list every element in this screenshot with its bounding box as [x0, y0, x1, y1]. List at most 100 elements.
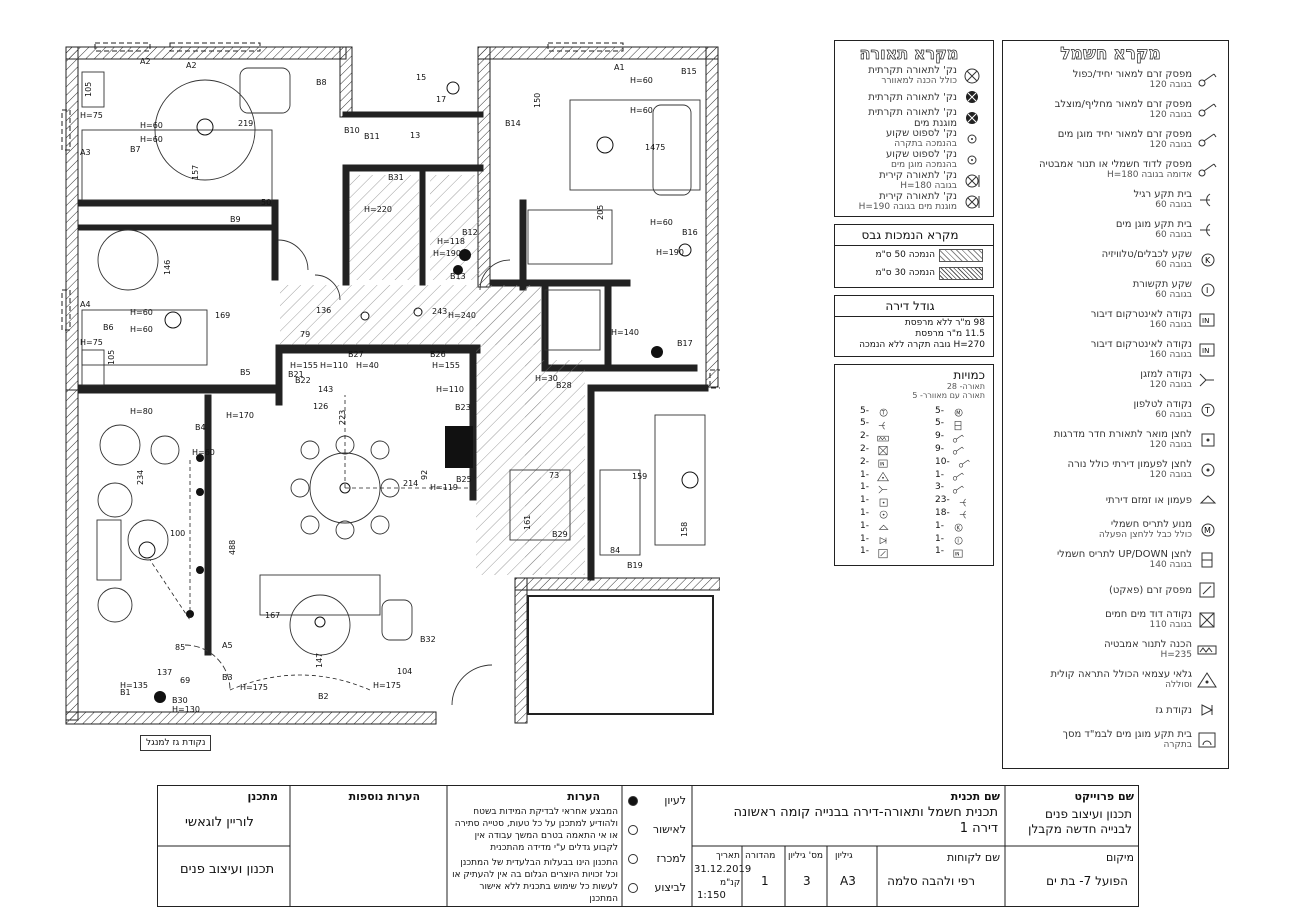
svg-text:H=155: H=155: [290, 361, 318, 370]
legend-label: בית תקע מוגן מים לבמ"ד מסך: [1062, 729, 1192, 740]
svg-text:H=60: H=60: [140, 121, 163, 130]
quantity-count: 1-: [860, 520, 869, 531]
svg-text:H=30: H=30: [535, 374, 558, 383]
svg-text:137: 137: [157, 668, 172, 677]
project-name: תכנון ועיצוב פנים לבנייה חדשה מקבלן: [1028, 807, 1132, 836]
quantity-count: 1-: [860, 507, 869, 518]
legend-label: נקודה למזגן: [1140, 369, 1192, 380]
quantity-row: 1-I: [935, 533, 969, 545]
quantities-subtitle-2: תאורה עם מאוורר- 5: [912, 391, 985, 400]
legend-sublabel: אדומה בגובה H=180: [1106, 170, 1192, 180]
svg-text:I: I: [1206, 286, 1208, 295]
svg-text:85: 85: [175, 643, 185, 652]
svg-text:B23: B23: [455, 403, 471, 412]
svg-text:B31: B31: [388, 173, 404, 182]
svg-text:B28: B28: [556, 381, 572, 390]
legend-sublabel: מוגנת מים בגובה H=190: [858, 202, 957, 212]
svg-text:79: 79: [300, 330, 310, 339]
svg-text:H=80: H=80: [130, 407, 153, 416]
svg-text:H=60: H=60: [630, 106, 653, 115]
legend-sublabel: בגובה 60: [1155, 200, 1192, 210]
svg-text:H=190: H=190: [433, 249, 461, 258]
svg-text:I: I: [957, 538, 958, 544]
svg-text:17: 17: [436, 95, 446, 104]
svg-text:H=130: H=130: [172, 705, 200, 714]
title-block-grid: [157, 785, 1139, 907]
legend-sublabel: בגובה 160: [1149, 320, 1193, 330]
legend-label: הכנה לתנור אמבטיה: [1104, 639, 1192, 650]
svg-text:H=119: H=119: [430, 483, 458, 492]
legend-label: נק' לתאורה קירית: [879, 191, 957, 202]
quantity-row: 18-: [935, 507, 975, 519]
date: 31.12.2019: [694, 864, 752, 875]
svg-text:488: 488: [228, 540, 237, 555]
svg-text:169: 169: [215, 311, 230, 320]
svg-text:B12: B12: [462, 228, 478, 237]
gas-icon: [1192, 699, 1222, 721]
svg-text:T: T: [1204, 406, 1210, 415]
quantity-count: 5-: [860, 418, 869, 429]
clients: רפי ולהבה סלמה: [887, 874, 975, 888]
status-selected-icon: [628, 795, 638, 806]
legend-label: לחצן לפעמון דירתי כולל נורה: [1067, 459, 1192, 470]
shutter-button-icon: [1192, 549, 1222, 571]
detector-icon: [876, 471, 889, 482]
boiler-icon: [1192, 609, 1222, 631]
svg-text:B26: B26: [430, 350, 446, 359]
svg-text:234: 234: [136, 470, 145, 485]
quantity-count: 1-: [860, 495, 869, 506]
svg-text:B6: B6: [103, 323, 114, 332]
svg-text:13: 13: [410, 131, 420, 140]
svg-text:H=60: H=60: [130, 325, 153, 334]
legend-label: נקודת גז: [1155, 704, 1192, 716]
legend-electric-title: מקרא חשמל: [1060, 44, 1161, 65]
svg-text:136: 136: [316, 306, 331, 315]
legend-sublabel: בגובה 60: [1155, 290, 1192, 300]
sheet-no: 3: [803, 874, 811, 888]
apartment-size-line-2: 11.5 מ"ר מרפסת: [915, 329, 985, 339]
legend-label: נק' לספוט שקוע: [886, 149, 957, 160]
status-empty-icon: [628, 824, 638, 835]
furniture: [81, 67, 706, 656]
sheet-label: גיליון: [835, 851, 853, 861]
svg-text:T: T: [881, 410, 885, 416]
fridge-block: [445, 426, 473, 468]
legend-row: מפסק זרם (פאקט): [1009, 579, 1222, 601]
svg-text:H=60: H=60: [650, 218, 673, 227]
legend-label: נק' לתאורה תקרתית: [868, 91, 957, 103]
legend-sublabel: בגובה 140: [1149, 560, 1193, 570]
legend-label: נק' לתאורה תקרתית מוגנת מים: [868, 107, 957, 129]
socket-icon: [876, 420, 889, 430]
designer-name: לוריין לוגאשי: [185, 815, 254, 830]
svg-text:161: 161: [523, 515, 532, 530]
apartment-size-line-3: H=270 גובה תקרה ללא הנמכה: [859, 340, 985, 350]
svg-text:H=40: H=40: [356, 361, 379, 370]
svg-text:K: K: [1205, 256, 1211, 265]
svg-text:A4: A4: [80, 300, 91, 309]
ceiling-50-label: הנמכה 50 ס"מ: [875, 250, 935, 260]
svg-text:73: 73: [549, 471, 559, 480]
legend-sublabel: בגובה 110: [1149, 620, 1193, 630]
svg-text:H=135: H=135: [120, 681, 148, 690]
quantity-row: 1-: [860, 482, 894, 494]
shutter-button-icon: [951, 420, 964, 430]
bell-button-icon: [876, 510, 889, 519]
socket-icon: [1192, 189, 1222, 211]
bell-icon: [1192, 489, 1222, 511]
legend-ceiling: מקרא הנמכות גבס הנמכה 50 ס"מ הנמכה 30 ס"…: [834, 224, 994, 288]
detector-icon: [1192, 669, 1222, 691]
legend-label: שקע תקשורת: [1132, 279, 1192, 290]
svg-text:84: 84: [610, 546, 620, 555]
legend-label: לחצן UP/DOWN לתריס חשמלי: [1056, 549, 1192, 560]
svg-text:B14: B14: [505, 119, 521, 128]
